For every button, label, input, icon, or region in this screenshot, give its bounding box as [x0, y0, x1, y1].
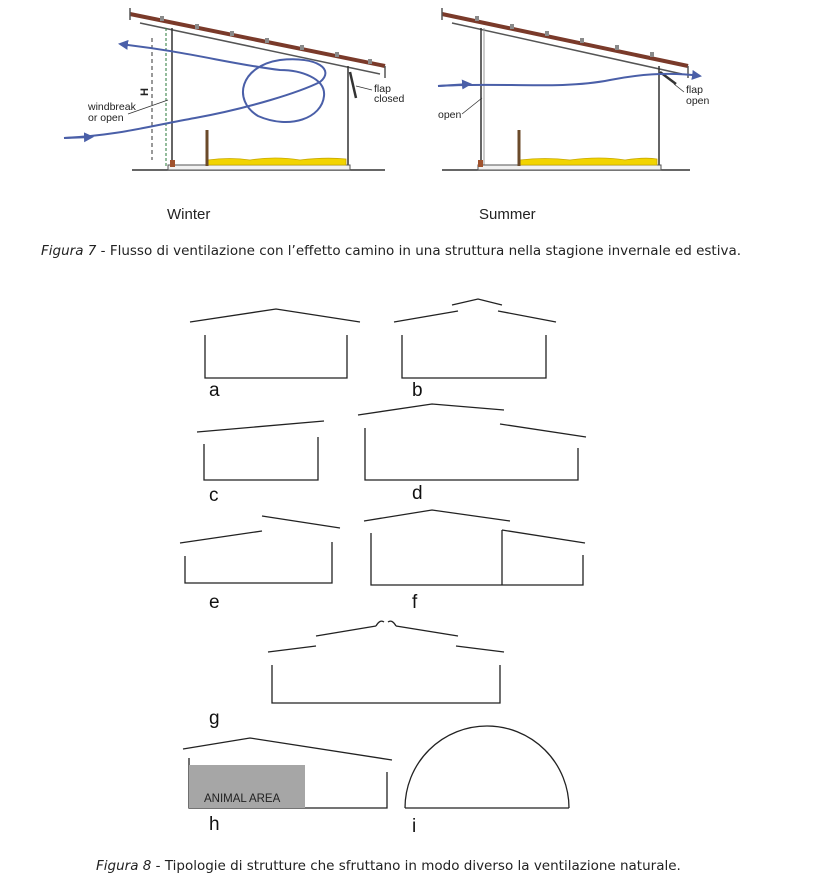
structure-c — [196, 420, 325, 481]
structure-f — [363, 509, 586, 586]
summer-airflow — [437, 69, 702, 87]
flap-open-label-1: flap — [686, 84, 703, 96]
winter-airflow — [63, 39, 327, 139]
windbreak-label-2: or open — [88, 112, 124, 124]
winter-floor-slab — [167, 164, 351, 171]
winter-bedding — [207, 157, 347, 166]
summer-roof — [441, 8, 689, 78]
flap-closed-label-1: flap — [374, 83, 391, 95]
summer-bedding — [519, 157, 658, 166]
label-d: d — [412, 483, 423, 504]
summer-title: Summer — [479, 206, 536, 223]
structure-g — [267, 620, 505, 704]
flap-closed-label-2: closed — [374, 93, 405, 105]
winter-title: Winter — [167, 206, 211, 223]
structure-b — [393, 298, 557, 379]
flap-open-label-2: open — [686, 95, 710, 107]
figure8-caption: Figura 8 - Tipologie di strutture che sf… — [96, 858, 681, 874]
windbreak-label-1: windbreak — [87, 101, 137, 113]
figure7-caption-text: - Flusso di ventilazione con l’effetto c… — [96, 243, 742, 259]
height-label: H — [139, 88, 151, 96]
figure7-caption: Figura 7 - Flusso di ventilazione con l’… — [41, 243, 741, 259]
label-a: a — [209, 380, 220, 401]
label-e: e — [209, 592, 220, 613]
label-h: h — [209, 814, 220, 835]
summer-diagram: open flap open — [437, 8, 710, 171]
structure-e — [179, 515, 341, 584]
label-g: g — [209, 708, 220, 729]
structure-a — [189, 308, 361, 379]
open-label: open — [438, 109, 462, 121]
structure-i — [404, 725, 570, 809]
animal-area-label: ANIMAL AREA — [204, 793, 281, 805]
animal-area — [189, 765, 305, 808]
figure7-caption-prefix: Figura 7 — [41, 243, 97, 259]
winter-diagram: H windbreak or open flap closed — [63, 8, 405, 171]
figure8-caption-prefix: Figura 8 — [96, 858, 152, 874]
winter-roof — [129, 8, 386, 78]
summer-floor-slab — [477, 164, 662, 171]
label-b: b — [412, 380, 423, 401]
figure8-caption-text: - Tipologie di strutture che sfruttano i… — [151, 858, 681, 874]
structure-d — [357, 403, 587, 481]
label-f: f — [412, 592, 418, 613]
label-i: i — [412, 816, 416, 837]
winter-flap-closed — [348, 71, 358, 99]
label-c: c — [209, 485, 219, 506]
